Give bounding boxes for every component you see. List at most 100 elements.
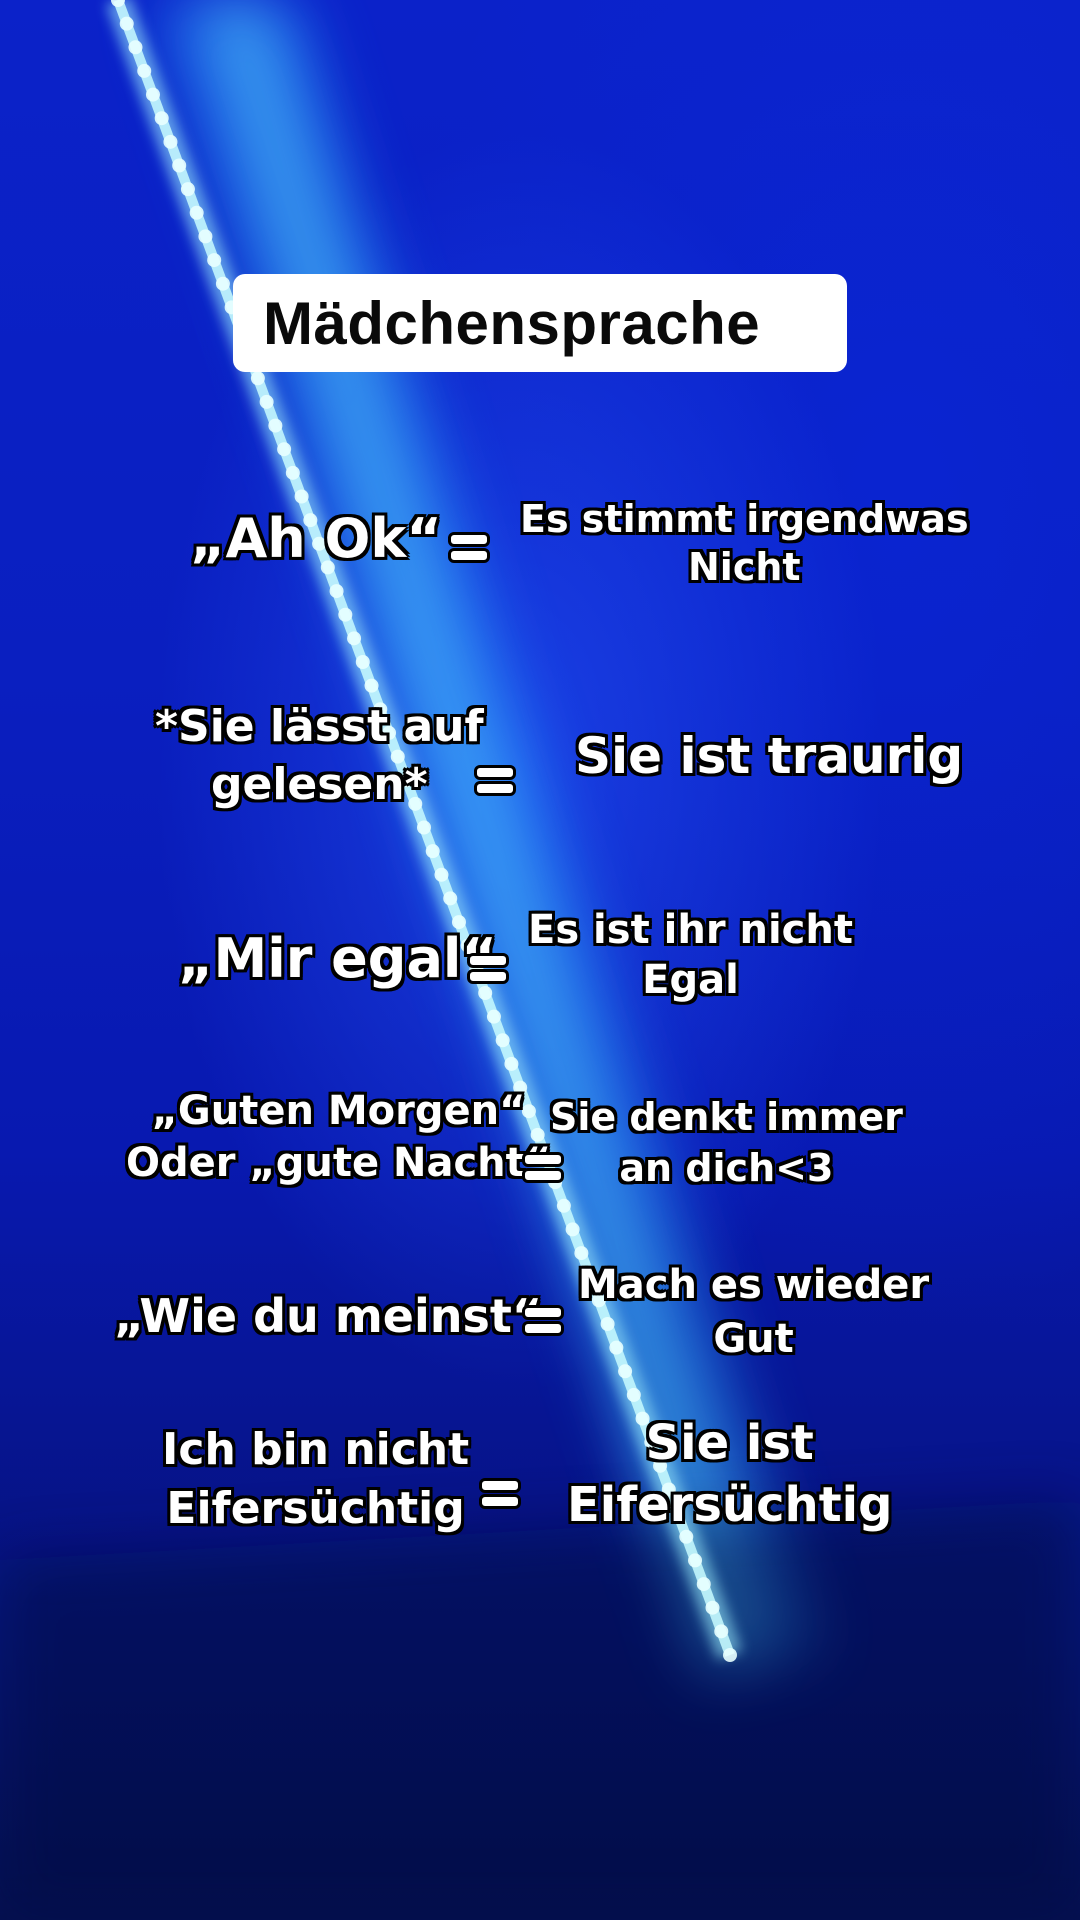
equals-sign	[522, 1152, 564, 1183]
meaning-line: Nicht	[687, 544, 801, 589]
light-beam-core	[200, 0, 760, 1660]
phrase-guten-morgen: „Guten Morgen“ Oder „gute Nacht“	[126, 1085, 551, 1189]
meaning-line: an dich<3	[619, 1146, 834, 1191]
led-dot	[338, 607, 353, 622]
equals-sign	[522, 1305, 564, 1336]
led-dot	[565, 1222, 580, 1237]
led-dot	[609, 1340, 624, 1355]
meaning-ah-ok: Es stimmt irgendwas Nicht	[520, 496, 969, 591]
led-dot	[294, 489, 309, 504]
led-dot	[583, 1269, 598, 1284]
meaning-gelesen: Sie ist traurig	[575, 725, 963, 788]
equals-sign	[474, 765, 516, 796]
led-dot	[451, 915, 466, 930]
phrase-line: gelesen*	[210, 759, 428, 811]
led-dot	[425, 844, 440, 859]
led-dot	[347, 631, 362, 646]
led-dot	[320, 560, 335, 575]
led-dot	[119, 16, 134, 31]
meaning-line: Sie ist	[645, 1415, 814, 1471]
led-dot	[111, 0, 125, 7]
led-dot	[670, 1506, 685, 1521]
led-dot	[137, 63, 152, 78]
meaning-line: Sie denkt immer	[550, 1095, 903, 1139]
led-dot	[382, 725, 397, 740]
led-dot	[688, 1553, 703, 1568]
led-dot	[705, 1600, 720, 1615]
phrase-line: „Ah Ok“	[190, 507, 442, 570]
led-dot	[277, 442, 292, 457]
page-title: Mädchensprache	[263, 289, 761, 357]
phrase-line: Oder „gute Nacht“	[126, 1140, 552, 1186]
led-dot	[486, 1009, 501, 1024]
led-dot	[355, 655, 370, 669]
phrase-line: Ich bin nicht	[162, 1424, 470, 1475]
title-banner: Mädchensprache	[233, 274, 847, 372]
led-dot	[618, 1364, 633, 1379]
led-dot	[600, 1317, 615, 1331]
led-dot	[574, 1246, 589, 1261]
meaning-line: Eifersüchtig	[567, 1477, 893, 1534]
phrase-line: „Wie du meinst“	[114, 1289, 543, 1343]
led-dot	[661, 1482, 676, 1497]
led-dot	[285, 465, 300, 480]
meaning-line: Es ist ihr nicht	[528, 907, 853, 953]
phrase-gelesen: *Sie lässt auf gelesen*	[155, 698, 484, 814]
led-dot	[556, 1198, 571, 1213]
led-dot	[723, 1648, 737, 1662]
meaning-line: Es stimmt irgendwas	[520, 497, 969, 541]
floor-shadow	[0, 1500, 1080, 1920]
phrase-mir-egal: „Mir egal“	[178, 925, 497, 993]
equals-sign	[479, 1478, 521, 1509]
led-dot	[303, 513, 318, 528]
led-dot	[714, 1624, 729, 1639]
led-dot	[198, 229, 213, 244]
led-dot	[443, 891, 458, 906]
led-dot	[521, 1104, 536, 1119]
led-dot	[626, 1387, 641, 1402]
led-dot	[679, 1529, 694, 1544]
led-dot	[434, 867, 449, 882]
led-dot	[591, 1293, 606, 1308]
led-dot	[128, 40, 143, 55]
led-dot	[495, 1033, 510, 1048]
led-dot	[163, 134, 178, 149]
meaning-eifersuechtig: Sie ist Eifersüchtig	[567, 1412, 892, 1537]
led-dot	[373, 702, 388, 717]
meaning-line: Sie ist traurig	[575, 727, 964, 785]
meaning-wie-du-meinst: Mach es wieder Gut	[578, 1258, 929, 1366]
led-dot	[312, 536, 327, 551]
phrase-line: *Sie lässt auf	[155, 701, 484, 752]
led-dot	[417, 820, 431, 835]
led-dot	[478, 986, 493, 1000]
meaning-line: Gut	[713, 1316, 794, 1362]
led-dot	[408, 796, 423, 811]
led-dot	[207, 253, 222, 268]
led-dot	[513, 1080, 528, 1095]
phrase-line: „Guten Morgen“	[151, 1088, 526, 1134]
led-dot	[653, 1458, 668, 1473]
meaning-line: Egal	[642, 957, 739, 1003]
led-dot	[172, 158, 187, 173]
led-dot	[504, 1056, 519, 1071]
led-dot	[696, 1577, 711, 1592]
led-dot	[329, 584, 344, 599]
led-dot	[390, 749, 405, 764]
phrase-line: „Mir egal“	[178, 927, 497, 990]
equals-sign	[467, 953, 509, 984]
phrase-line: Eifersüchtig	[166, 1483, 465, 1535]
led-dot	[259, 394, 274, 409]
equals-sign	[448, 532, 490, 563]
led-dot	[460, 938, 475, 953]
led-dot	[644, 1435, 659, 1450]
led-dot	[180, 182, 195, 197]
led-dot	[250, 371, 265, 386]
led-dot	[268, 418, 283, 433]
phrase-ah-ok: „Ah Ok“	[190, 505, 442, 573]
led-dot	[364, 678, 379, 693]
meaning-line: Mach es wieder	[578, 1262, 930, 1308]
led-dot	[189, 205, 204, 220]
phrase-nicht-eifersuechtig: Ich bin nicht Eifersüchtig	[162, 1420, 469, 1539]
